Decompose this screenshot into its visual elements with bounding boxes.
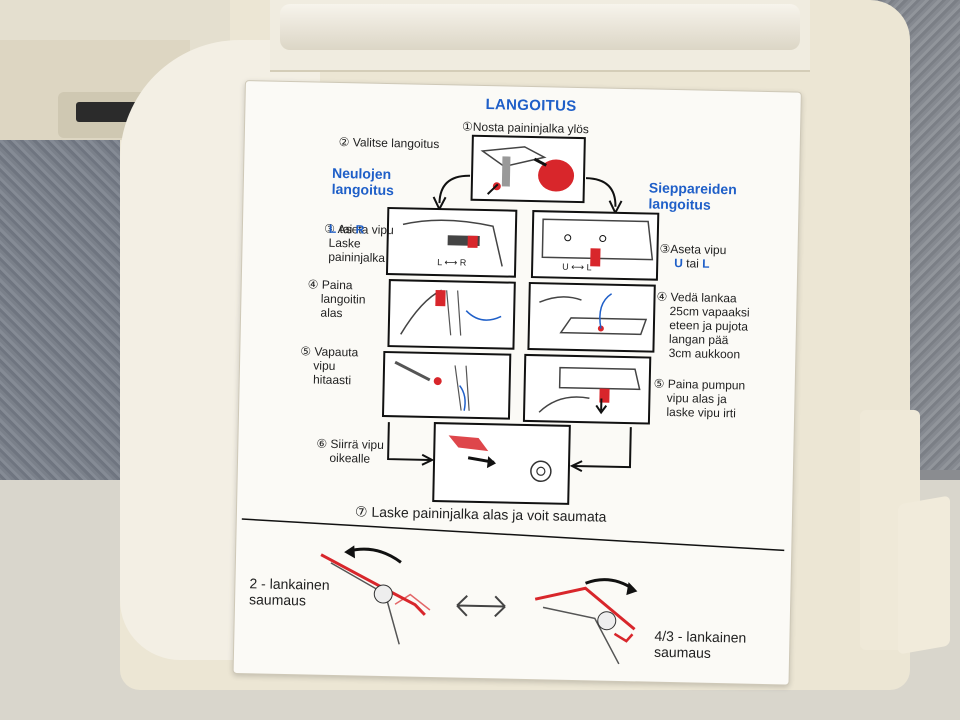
- diagram-2-thread-mode: [320, 545, 431, 645]
- diagram-left-press-threader: [387, 279, 516, 350]
- diagram-right-pull-thread: [527, 281, 656, 353]
- option-l-2: L: [702, 256, 710, 271]
- instruction-diagrams: [241, 134, 785, 665]
- diagram-right-lever: [530, 210, 660, 281]
- right-step3-options: U tai L: [674, 256, 710, 271]
- step1-text: ①Nosta paininjalka ylös: [461, 119, 590, 137]
- option-sep: tai: [336, 221, 356, 237]
- diagram-left-lever: [385, 207, 518, 278]
- diagram-right-pump-lever: [522, 353, 652, 425]
- left-step5: ⑤ Vapauta vipu hitaasti: [299, 344, 359, 388]
- right-step3-num: ③: [659, 241, 671, 256]
- lever-lr-label: L ⟷ R: [437, 257, 467, 268]
- threading-instruction-card: LANGOITUS ①Nosta paininjalka ylös ② Vali…: [232, 80, 802, 686]
- card-divider: [241, 518, 785, 552]
- diagram-move-lever-right: [432, 422, 571, 505]
- double-arrow-icon: [456, 595, 506, 618]
- diagram-4-3-thread-mode: [534, 578, 638, 665]
- mode-4-3-thread-label: 4/3 - lankainen saumaus: [653, 627, 747, 661]
- option-sep-2: tai: [682, 256, 703, 271]
- right-step3-text: Aseta vipu: [670, 241, 727, 258]
- left-step3-options: L tai R: [329, 222, 365, 237]
- left-heading: Neulojen langoitus: [331, 164, 395, 199]
- left-step4: ④ Paina langoitin alas: [307, 277, 366, 321]
- option-r: R: [355, 222, 365, 237]
- diagram-left-release-lever: [381, 350, 512, 420]
- mode-2-thread-label: 2 - lankainen saumaus: [248, 575, 330, 609]
- card-title: LANGOITUS: [485, 96, 577, 115]
- option-u: U: [674, 256, 684, 271]
- step2-text: ② Valitse langoitus: [338, 134, 440, 152]
- right-step5: ⑤ Paina pumpun vipu alas ja laske vipu i…: [652, 376, 746, 421]
- hinge-cylinder: [280, 4, 800, 50]
- step6-text: ⑥ Siirrä vipu oikealle: [315, 436, 384, 466]
- right-step3: ③Aseta vipu: [659, 242, 726, 257]
- right-step4: ④ Vedä lankaa 25cm vapaaksi eteen ja puj…: [655, 289, 750, 362]
- slot-opening: [76, 102, 140, 122]
- diagram-lift-presser-foot: [470, 134, 586, 204]
- right-heading: Sieppareiden langoitus: [648, 179, 737, 213]
- left-step3-lower: Laske paininjalka: [328, 235, 386, 265]
- machine-right-tab[interactable]: [898, 495, 950, 655]
- lever-ul-label: U ⟷ L: [562, 261, 592, 273]
